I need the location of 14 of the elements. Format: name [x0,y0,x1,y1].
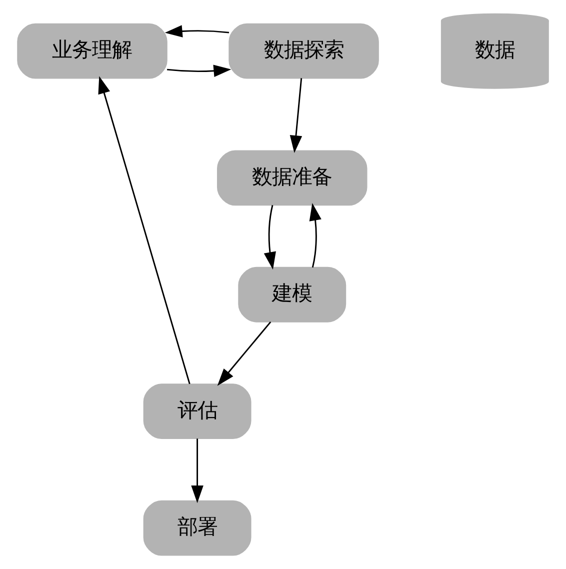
node-box: 数据准备 [216,150,368,206]
node-box: 评估 [143,384,252,440]
arrow [290,78,302,153]
arrow [164,25,230,38]
node-box: 数据探索 [228,23,379,79]
node-box: 建模 [238,266,346,322]
arrow [217,321,272,386]
node-box: 业务理解 [17,23,168,79]
arrow [191,438,204,504]
arrow [264,205,276,270]
arrow [98,76,190,384]
node-box: 部署 [143,500,252,556]
arrow [166,64,232,77]
arrow [309,203,322,268]
